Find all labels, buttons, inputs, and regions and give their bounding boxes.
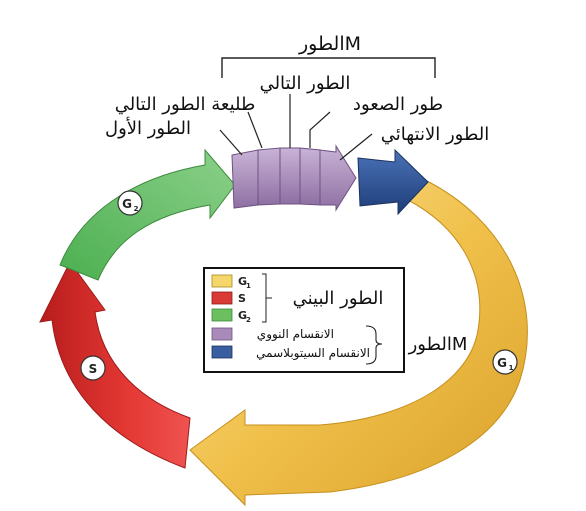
leader-prophase [219,129,243,156]
legend-swatch-g2 [211,308,233,322]
mitosis-block [231,144,357,212]
m-phase-top-label: الطورM [298,33,361,55]
anaphase-label: طور الصعود [353,94,443,115]
s-circle: S [80,355,106,381]
interphase-bracket [262,273,272,323]
cytokinesis-label: الانقسام السيتوبلاسمي [256,346,370,361]
m-phase-brace [365,325,383,365]
leader-anaphase [309,111,331,148]
g1-arc [189,179,528,507]
mitosis-segment-anaphase [299,147,321,206]
legend-g2-sub: 2 [246,316,251,324]
legend-swatch-s [211,291,233,305]
prophase-label: الطور الأول [105,117,191,139]
legend-g1-sub: 1 [246,282,251,290]
metaphase-label: الطور التالي [260,73,351,94]
mitosis-segment-telophase [319,144,357,212]
interphase-label: الطور البيني [293,288,384,309]
legend-box: G 1 S G 2 الطور البيني الانقسام النووي ا… [203,267,405,373]
cytokinesis-arrow [357,148,429,216]
legend-swatch-g1 [211,274,233,288]
g1-circle: G 1 [492,349,518,375]
g2-circle: G 2 [117,190,143,216]
mitosis-segment-prophase [231,149,259,209]
g2-circle-main: G [122,197,132,211]
mitosis-label: الانقسام النووي [257,327,334,342]
telophase-label: الطور الانتهائي [381,124,489,145]
g2-circle-sub: 2 [134,205,139,213]
legend-g1-main: G [238,275,247,288]
legend-swatch-cytokinesis [211,345,233,359]
g1-circle-main: G [497,356,507,370]
legend-swatch-mitosis [211,327,233,341]
leader-prometaphase [247,111,263,149]
prometaphase-label: طليعة الطور التالي [115,94,256,115]
mitosis-segment-prometaphase [257,147,281,206]
mitosis-segment-metaphase [279,147,301,205]
leader-telophase [339,133,373,161]
legend-s-label: S [238,292,246,305]
s-circle-label: S [89,362,98,376]
g2-arc [59,148,236,281]
m-phase-bracket [221,57,436,78]
legend-m-phase-label: الطورM [408,334,468,355]
g1-circle-sub: 1 [509,364,514,372]
s-arc [39,261,191,469]
legend-g2-main: G [238,309,247,322]
